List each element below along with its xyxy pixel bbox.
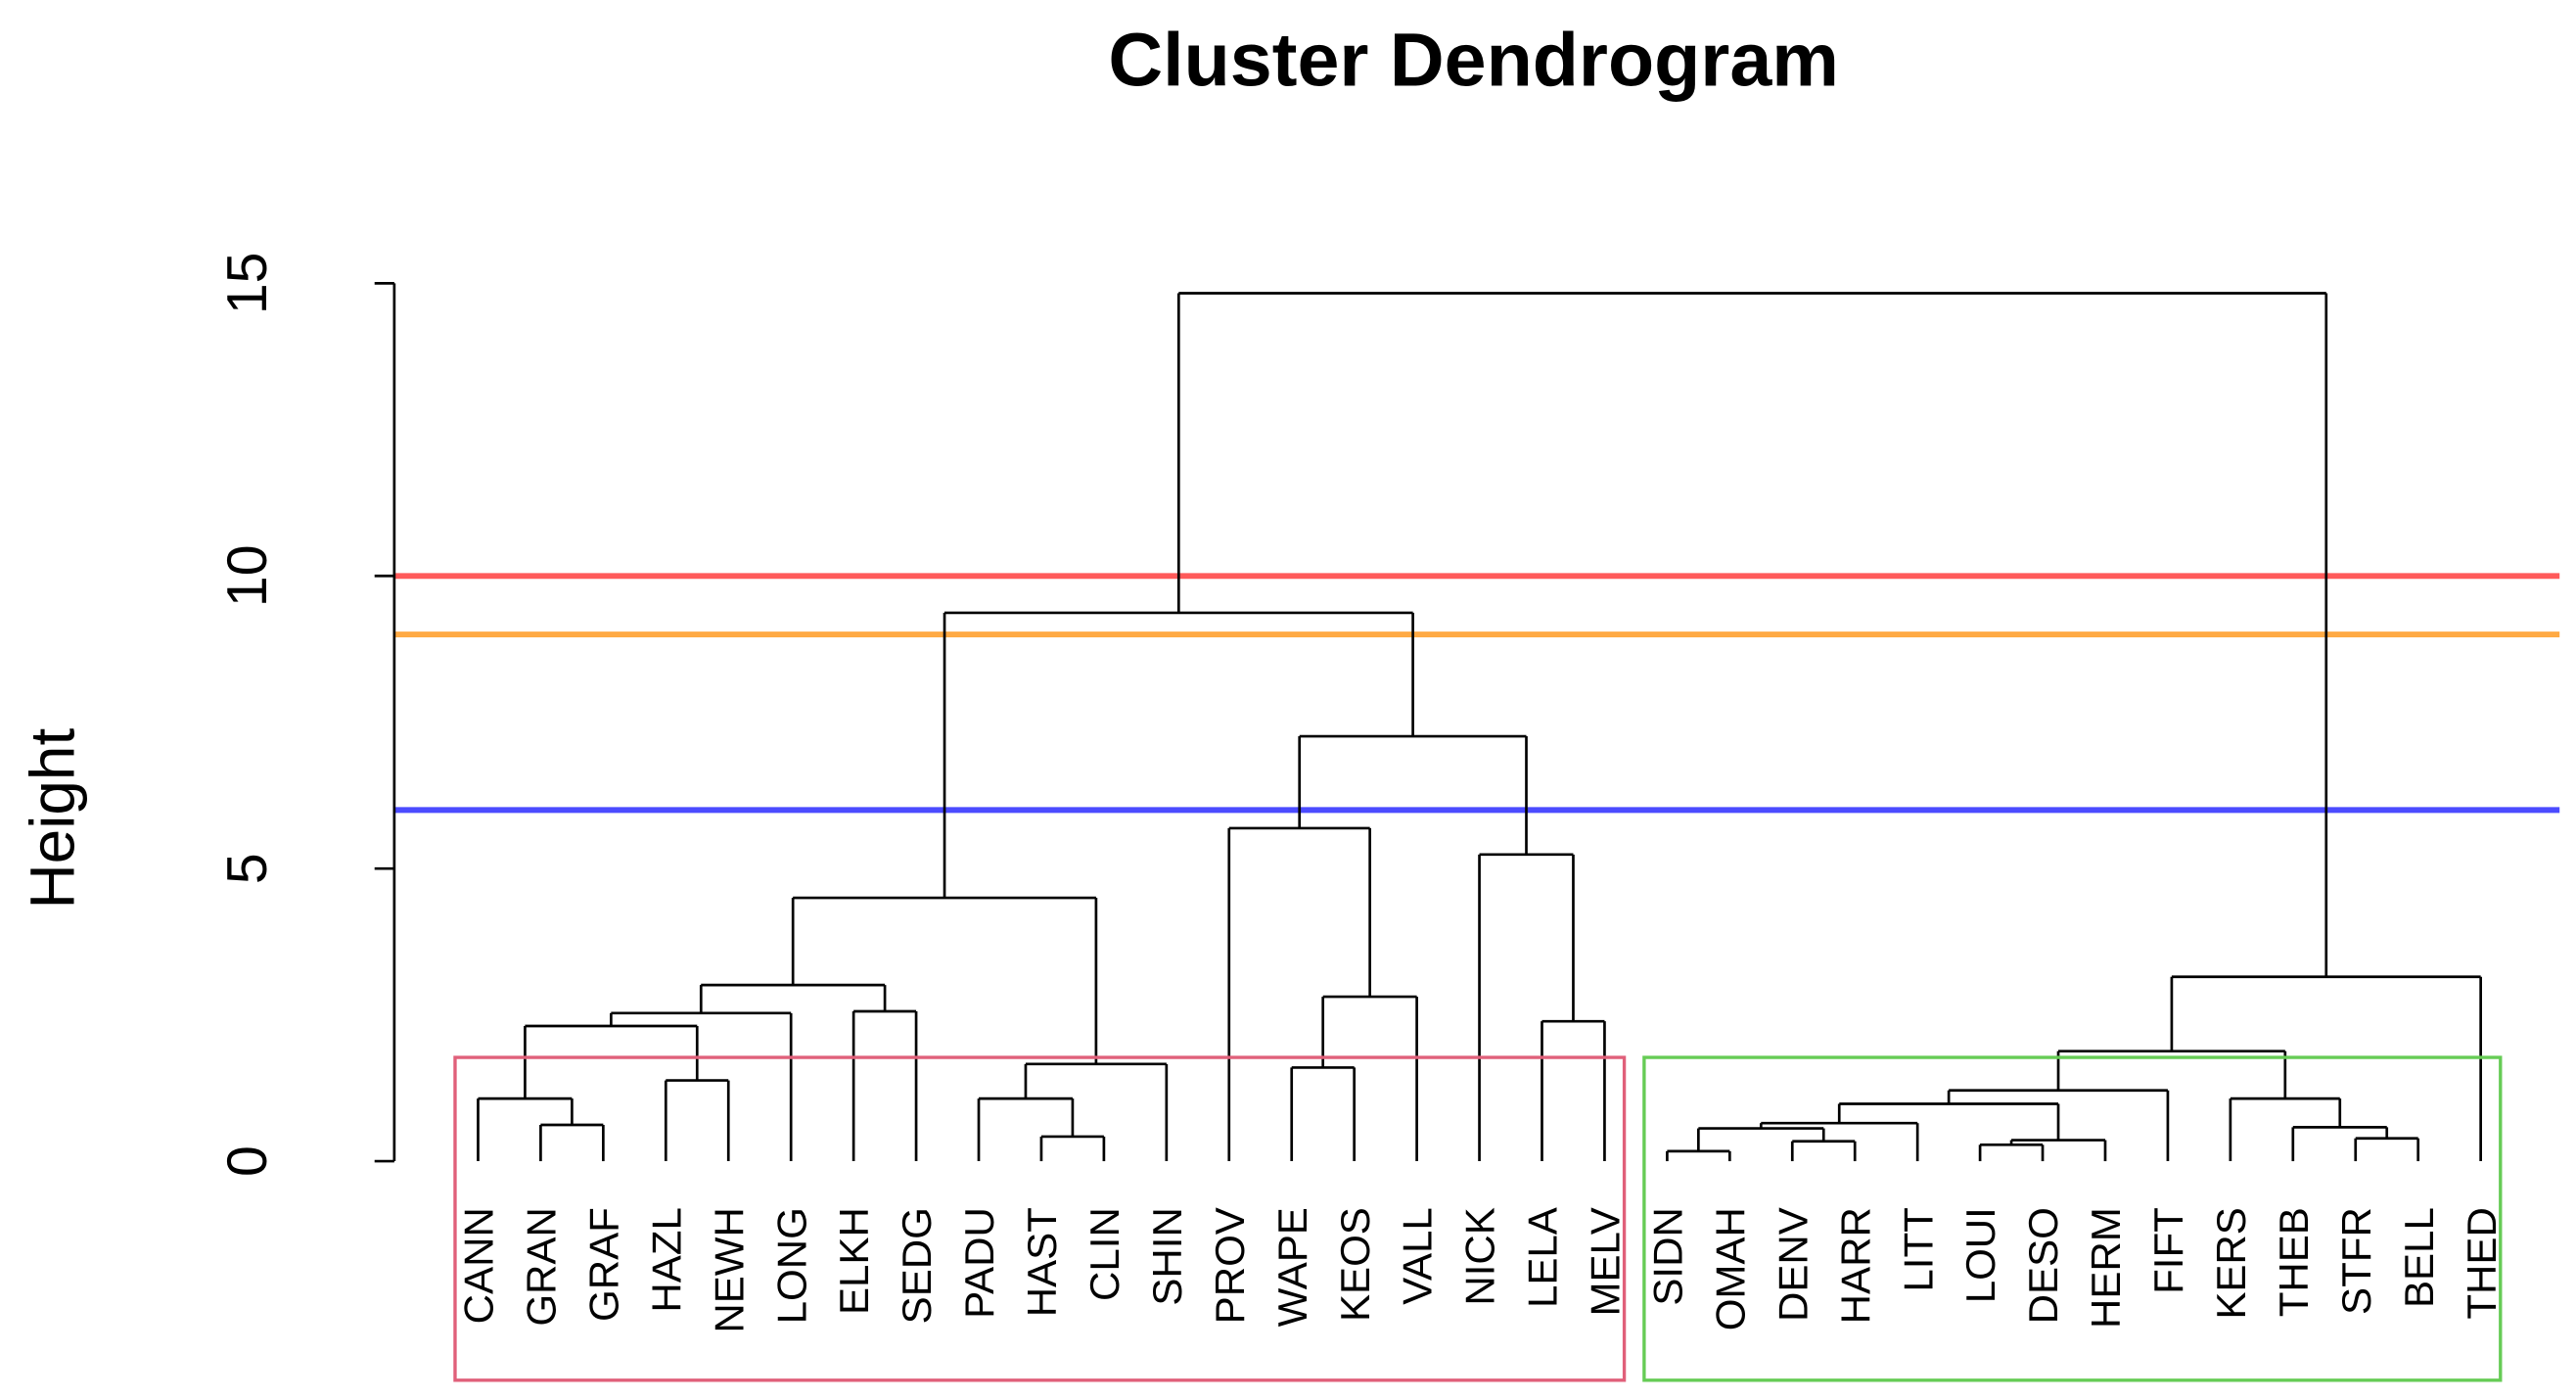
leaf-label-denv: DENV — [1770, 1207, 1816, 1322]
leaf-label-litt: LITT — [1895, 1207, 1941, 1291]
leaf-label-prov: PROV — [1207, 1207, 1253, 1324]
leaf-label-cann: CANN — [456, 1207, 502, 1324]
leaf-labels: CANN GRAN GRAF HAZL NEWH LONG ELKH SEDG PADU HAST… — [456, 1207, 2505, 1332]
leaf-label-padu: PADU — [956, 1207, 1002, 1319]
leaf-label-loui: LOUI — [1957, 1207, 2003, 1303]
leaf-label-theb: THEB — [2271, 1207, 2317, 1317]
leaf-label-kers: KERS — [2208, 1207, 2254, 1320]
leaf-label-wape: WAPE — [1269, 1207, 1315, 1327]
leaf-label-lela: LELA — [1520, 1207, 1566, 1308]
leaf-label-fift: FIFT — [2145, 1207, 2191, 1294]
leaf-label-hast: HAST — [1019, 1207, 1065, 1317]
leaf-label-long: LONG — [768, 1207, 814, 1324]
leaf-label-thed: THED — [2459, 1207, 2505, 1319]
leaf-label-deso: DESO — [2020, 1207, 2066, 1324]
y-tick-label: 10 — [216, 544, 279, 607]
y-axis-label: Height — [18, 727, 88, 909]
leaf-label-clin: CLIN — [1081, 1207, 1127, 1301]
leaf-label-hazl: HAZL — [643, 1207, 689, 1312]
leaf-label-elkh: ELKH — [831, 1207, 877, 1315]
leaf-label-vall: VALL — [1395, 1207, 1441, 1305]
y-axis: 0 5 10 15 — [216, 253, 396, 1177]
leaf-label-melv: MELV — [1583, 1207, 1629, 1316]
leaf-label-bell: BELL — [2396, 1207, 2442, 1308]
cluster-box — [453, 1055, 1627, 1382]
chart-title: Cluster Dendrogram — [1108, 18, 1839, 102]
leaf-label-graf: GRAF — [581, 1207, 627, 1322]
leaf-label-harr: HARR — [1832, 1207, 1878, 1324]
y-tick-label: 0 — [216, 1145, 279, 1177]
leaf-label-stfr: STFR — [2333, 1207, 2379, 1315]
leaf-label-sidn: SIDN — [1645, 1207, 1691, 1305]
cluster-box — [1642, 1055, 2503, 1382]
y-tick-label: 15 — [216, 253, 279, 315]
leaf-label-shin: SHIN — [1144, 1207, 1190, 1305]
leaf-label-nick: NICK — [1457, 1207, 1503, 1305]
cut-lines — [393, 573, 2560, 814]
leaf-label-gran: GRAN — [519, 1207, 565, 1326]
dendrogram-tree — [477, 292, 2482, 1162]
leaf-label-sedg: SEDG — [894, 1207, 940, 1324]
leaf-label-omah: OMAH — [1707, 1207, 1753, 1330]
leaf-label-keos: KEOS — [1332, 1207, 1378, 1322]
leaf-label-herm: HERM — [2083, 1207, 2129, 1329]
leaf-label-newh: NEWH — [706, 1207, 752, 1332]
cluster-boxes — [453, 1055, 2503, 1382]
y-tick-label: 5 — [216, 853, 279, 884]
